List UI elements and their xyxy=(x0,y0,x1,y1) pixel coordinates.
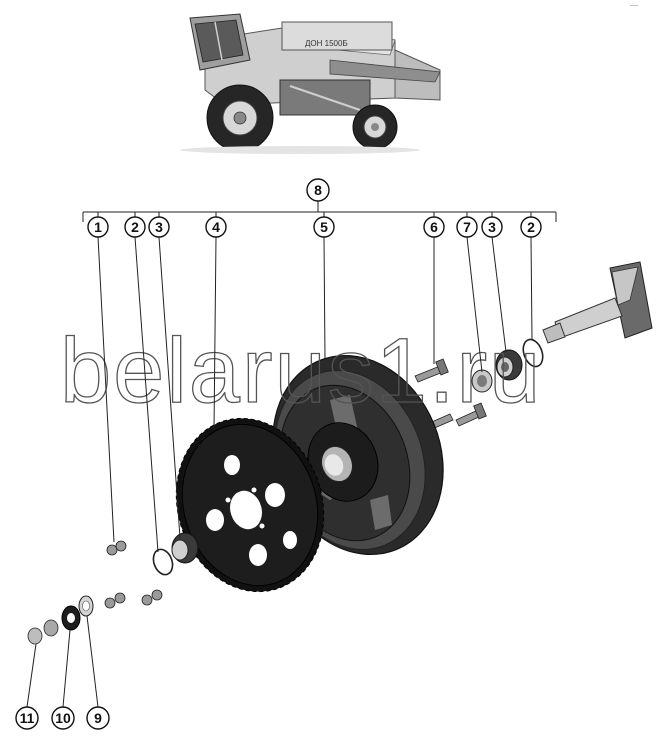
callout-label: 2 xyxy=(527,219,535,235)
watermark-text: belarus1.ru xyxy=(60,320,542,422)
nut-washer-stack xyxy=(27,619,59,645)
callout-label: 4 xyxy=(212,219,220,235)
washer-ring xyxy=(78,595,94,617)
callout-3-left: 3 xyxy=(148,216,170,238)
callout-9: 9 xyxy=(86,706,110,730)
callout-8: 8 xyxy=(306,178,330,202)
combine-model-label: ДОН 1500Б xyxy=(305,39,348,48)
callout-6: 6 xyxy=(423,216,445,238)
bearing-right xyxy=(495,349,523,381)
callout-label: 8 xyxy=(314,182,322,198)
callout-label: 10 xyxy=(55,710,71,726)
thrust-washer xyxy=(61,605,81,631)
callout-4: 4 xyxy=(205,216,227,238)
shaft-part xyxy=(542,261,653,344)
callout-label: 1 xyxy=(94,219,102,235)
watermark: belarus1.ru xyxy=(59,319,542,422)
callout-label: 3 xyxy=(488,219,496,235)
callout-label: 6 xyxy=(430,219,438,235)
sprocket xyxy=(175,417,325,593)
circlip-left xyxy=(152,548,174,576)
circlip-right xyxy=(522,338,544,368)
callout-10: 10 xyxy=(51,706,75,730)
corner-mark: ~~ xyxy=(630,3,638,10)
spacer-bushing xyxy=(471,369,493,393)
callout-label: 2 xyxy=(131,219,139,235)
callout-2-right: 2 xyxy=(520,216,542,238)
leader-lines xyxy=(26,201,557,708)
bearing-left xyxy=(171,532,199,564)
callout-7: 7 xyxy=(456,216,478,238)
nuts-left xyxy=(104,540,163,609)
callout-label: 9 xyxy=(94,710,102,726)
callout-1: 1 xyxy=(87,216,109,238)
callout-label: 7 xyxy=(463,219,471,235)
callout-11: 11 xyxy=(15,706,39,730)
callout-label: 11 xyxy=(20,710,35,726)
callout-2-left: 2 xyxy=(124,216,146,238)
callout-label: 3 xyxy=(155,219,163,235)
combine-harvester-illustration: ДОН 1500Б xyxy=(180,13,441,154)
callout-3-right: 3 xyxy=(481,216,503,238)
callout-5: 5 xyxy=(313,216,335,238)
callout-label: 5 xyxy=(320,219,328,235)
